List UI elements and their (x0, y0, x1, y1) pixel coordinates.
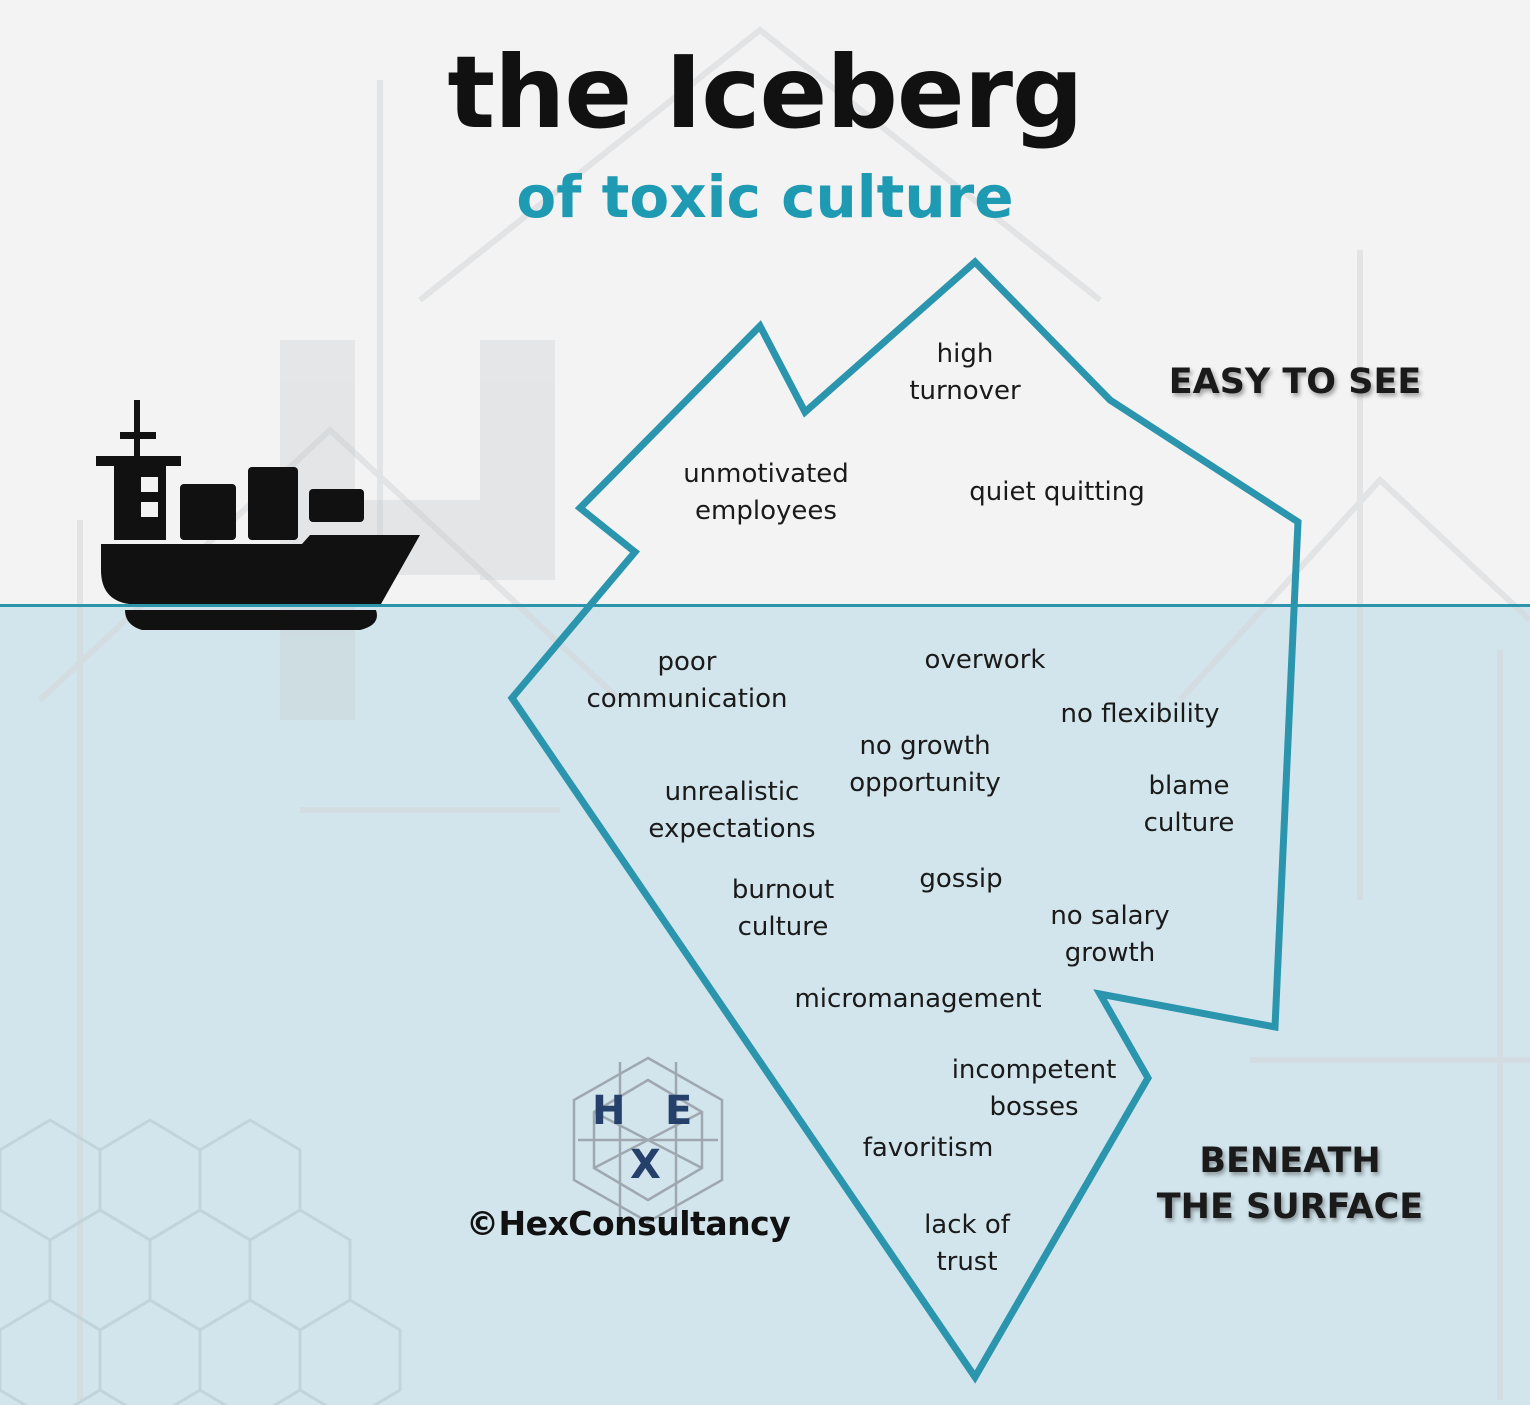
hex-logo (572, 1056, 724, 1224)
cause-label: micromanagement (794, 984, 1042, 1014)
cause-label: overwork (924, 645, 1046, 675)
iceberg-outline (507, 257, 1302, 1384)
cause-label: poor communication (586, 647, 788, 714)
cause-label: lack of trust (924, 1210, 1010, 1277)
cause-label: unrealistic expectations (648, 777, 816, 844)
cause-label: incompetent bosses (951, 1055, 1117, 1122)
page-title: the Iceberg (447, 34, 1083, 151)
cause-label: burnout culture (731, 875, 835, 942)
cause-label: favoritism (862, 1133, 994, 1163)
zone-label-below: BENEATH THE SURFACE (1156, 1141, 1424, 1227)
cause-label: no growth opportunity (849, 731, 1001, 798)
cause-label: blame culture (1143, 771, 1235, 838)
logo-letter-h: H (592, 1088, 626, 1134)
sign-label: quiet quitting (969, 477, 1145, 507)
copyright-text: ©HexConsultancy (466, 1204, 791, 1243)
cause-label: gossip (919, 864, 1003, 894)
logo-letter-x: X (630, 1142, 661, 1188)
water-line (0, 604, 1530, 607)
cause-label: no flexibility (1060, 699, 1220, 729)
sign-label: high turnover (909, 339, 1021, 406)
page-subtitle: of toxic culture (516, 163, 1014, 231)
zone-label-above: EASY TO SEE (1168, 362, 1422, 402)
cause-label: no salary growth (1050, 901, 1170, 968)
cargo-ship-icon (96, 400, 420, 630)
sign-label: unmotivated employees (683, 459, 849, 526)
logo-letter-e: E (665, 1088, 693, 1134)
